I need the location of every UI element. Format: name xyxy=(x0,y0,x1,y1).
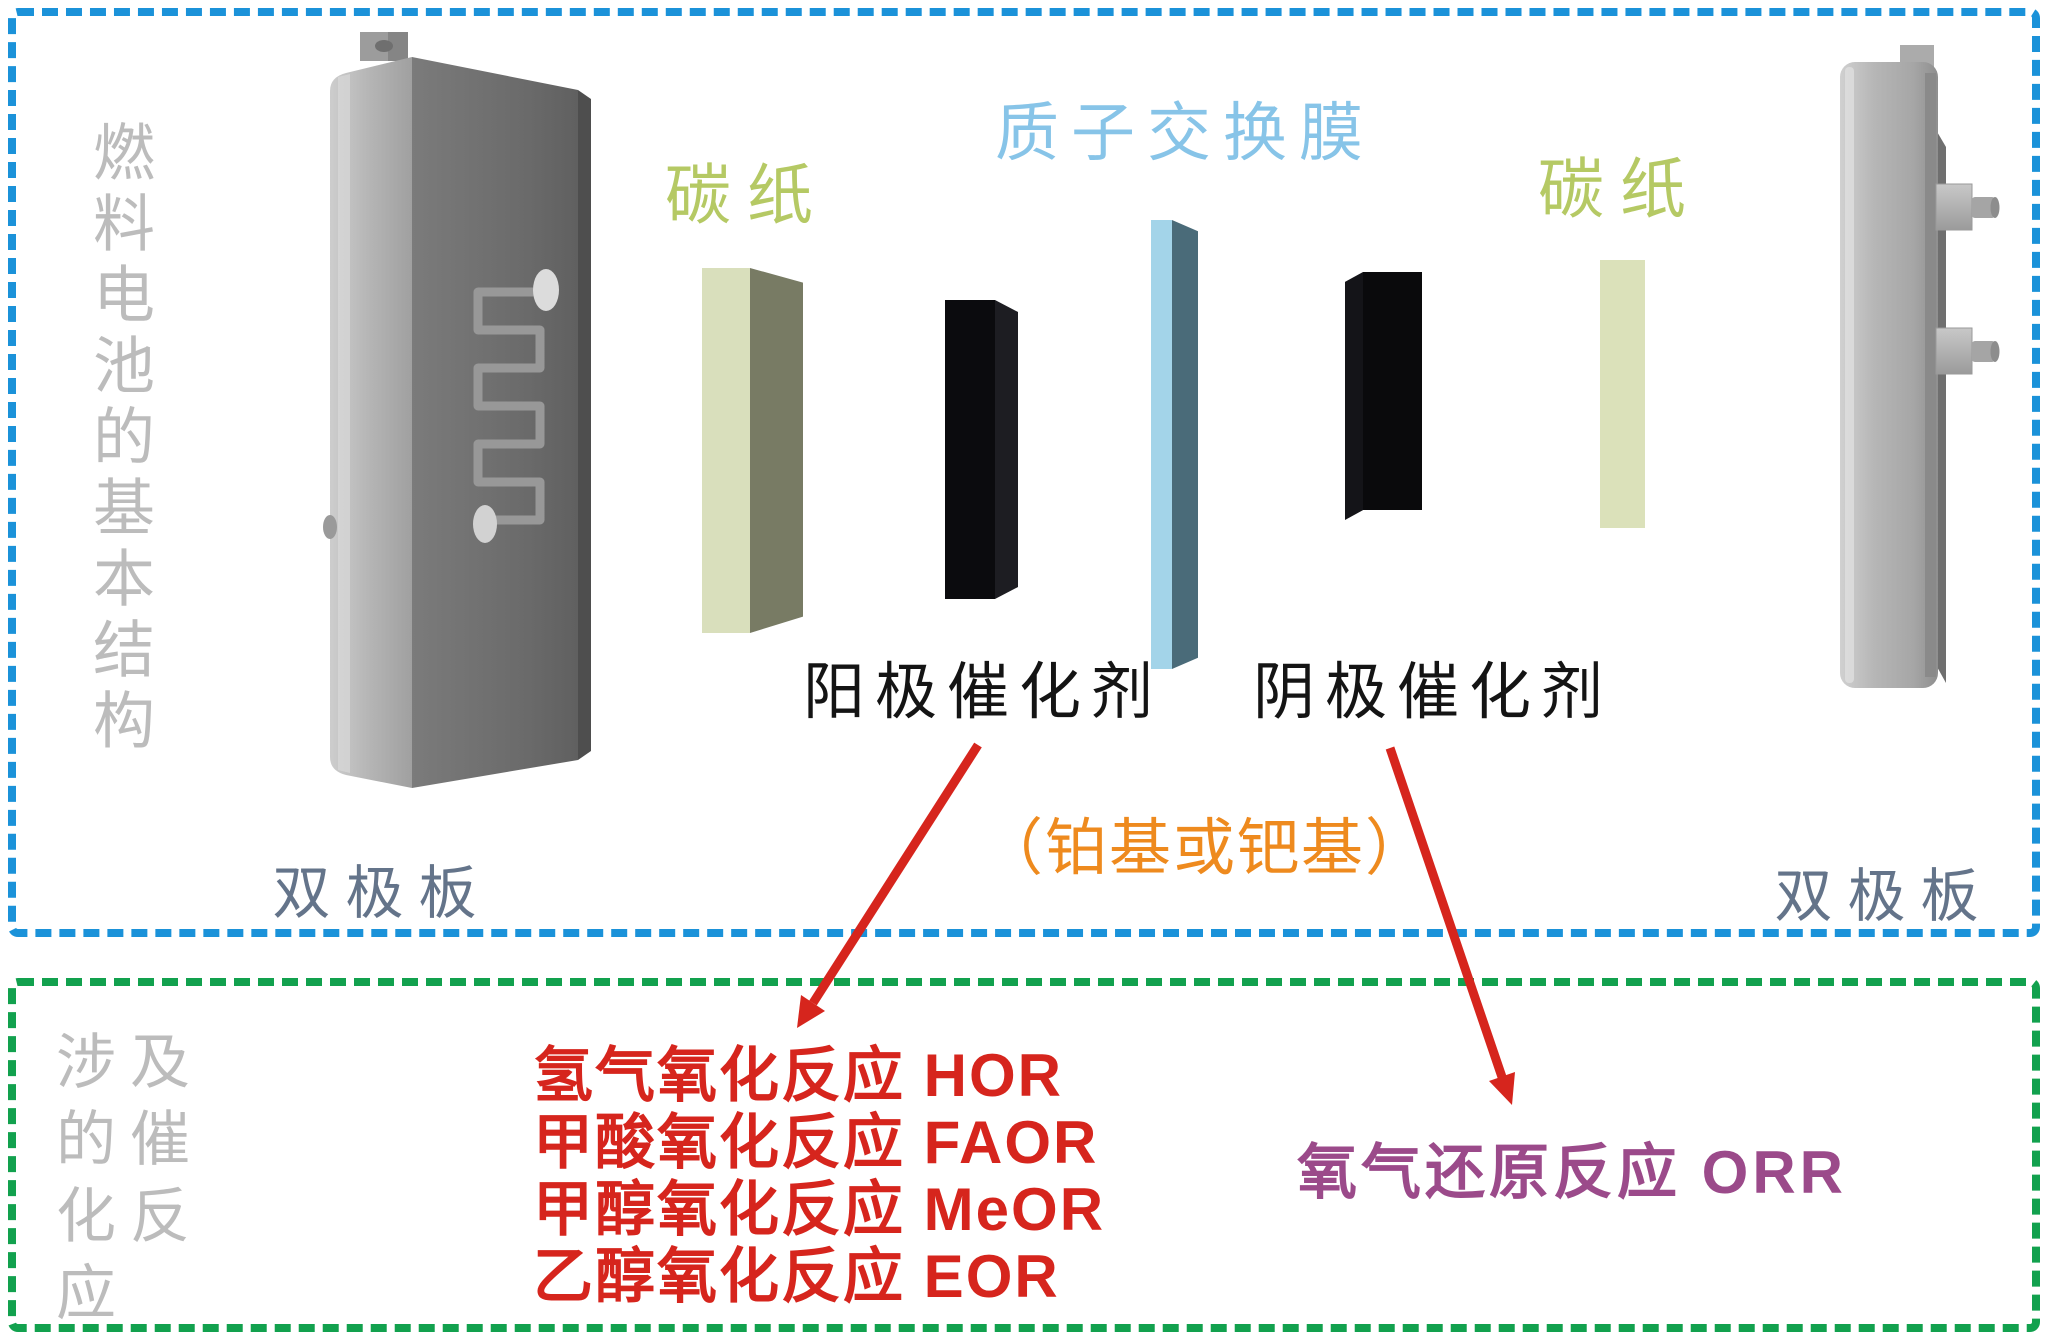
carbon-paper-left-label: 碳纸 xyxy=(665,158,829,232)
anode-reaction-item: 乙醇氧化反应 EOR xyxy=(533,1243,1060,1310)
bipolar-plate-left-graphic xyxy=(323,32,591,788)
anode-reaction-item: 甲醇氧化反应 MeOR xyxy=(533,1176,1106,1243)
bipolar-plate-left-label: 双极板 xyxy=(272,861,492,926)
anode-reaction-list: 氢气氧化反应 HOR 甲酸氧化反应 FAOR 甲醇氧化反应 MeOR 乙醇氧化反… xyxy=(533,1042,1105,1310)
reaction-section-caption: 涉及 的催 化反 应 xyxy=(56,1024,204,1332)
reaction-section-box xyxy=(8,978,2040,1332)
structure-section-box xyxy=(8,8,2040,937)
reaction-caption-row: 化反 xyxy=(56,1183,204,1250)
anode-catalyst-label: 阳极催化剂 xyxy=(802,658,1164,727)
bipolar-plate-right-label: 双极板 xyxy=(1774,864,1994,929)
anode-reaction-item: 甲酸氧化反应 FAOR xyxy=(533,1109,1099,1176)
anode-catalyst-slab-side xyxy=(995,300,1018,599)
proton-exchange-membrane-slab xyxy=(1151,220,1172,669)
reaction-caption-row: 应 xyxy=(56,1260,130,1327)
carbon-paper-left-slab xyxy=(702,268,750,633)
cathode-catalyst-slab-side xyxy=(1345,272,1363,520)
proton-exchange-membrane-slab-side xyxy=(1172,220,1198,669)
cathode-catalyst-slab xyxy=(1363,272,1422,510)
anode-reaction-item: 氢气氧化反应 HOR xyxy=(533,1042,1063,1109)
cathode-reaction-label: 氧气还原反应 ORR xyxy=(1297,1139,1847,1206)
membrane-label: 质子交换膜 xyxy=(995,97,1375,169)
carbon-paper-right-slab xyxy=(1600,260,1645,528)
cathode-catalyst-label: 阴极催化剂 xyxy=(1252,658,1614,727)
bipolar-plate-right-graphic xyxy=(1840,45,2000,688)
reaction-caption-row: 的催 xyxy=(56,1106,204,1173)
catalyst-material-note: （铂基或钯基） xyxy=(980,814,1430,883)
structure-section-caption: 燃料电池的基本结构 xyxy=(83,120,152,759)
reaction-caption-row: 涉及 xyxy=(56,1029,204,1096)
carbon-paper-right-label: 碳纸 xyxy=(1538,152,1702,226)
anode-catalyst-slab xyxy=(945,300,995,599)
carbon-paper-left-slab-side xyxy=(750,268,803,633)
